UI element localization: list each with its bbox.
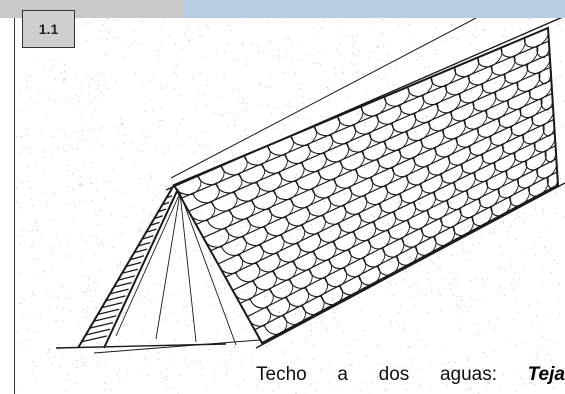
gable-roof-sketch [16,18,565,394]
caption-word: aguas: [439,364,497,385]
caption-word: a [337,364,348,385]
caption-word: Techo [256,364,307,385]
roof-tile-grid [173,27,559,344]
caption-word: dos [378,364,410,385]
left-margin-rule [14,18,15,394]
figure-number-label: 1.1 [22,10,75,48]
figure-caption: Techo a dos aguas: Teja [256,364,565,392]
roof-outline [55,18,565,354]
paper-texture [16,18,565,394]
gable-end-hatching [77,184,237,349]
header-bar-blue [184,0,565,18]
caption-emphasis: Teja [527,364,565,385]
